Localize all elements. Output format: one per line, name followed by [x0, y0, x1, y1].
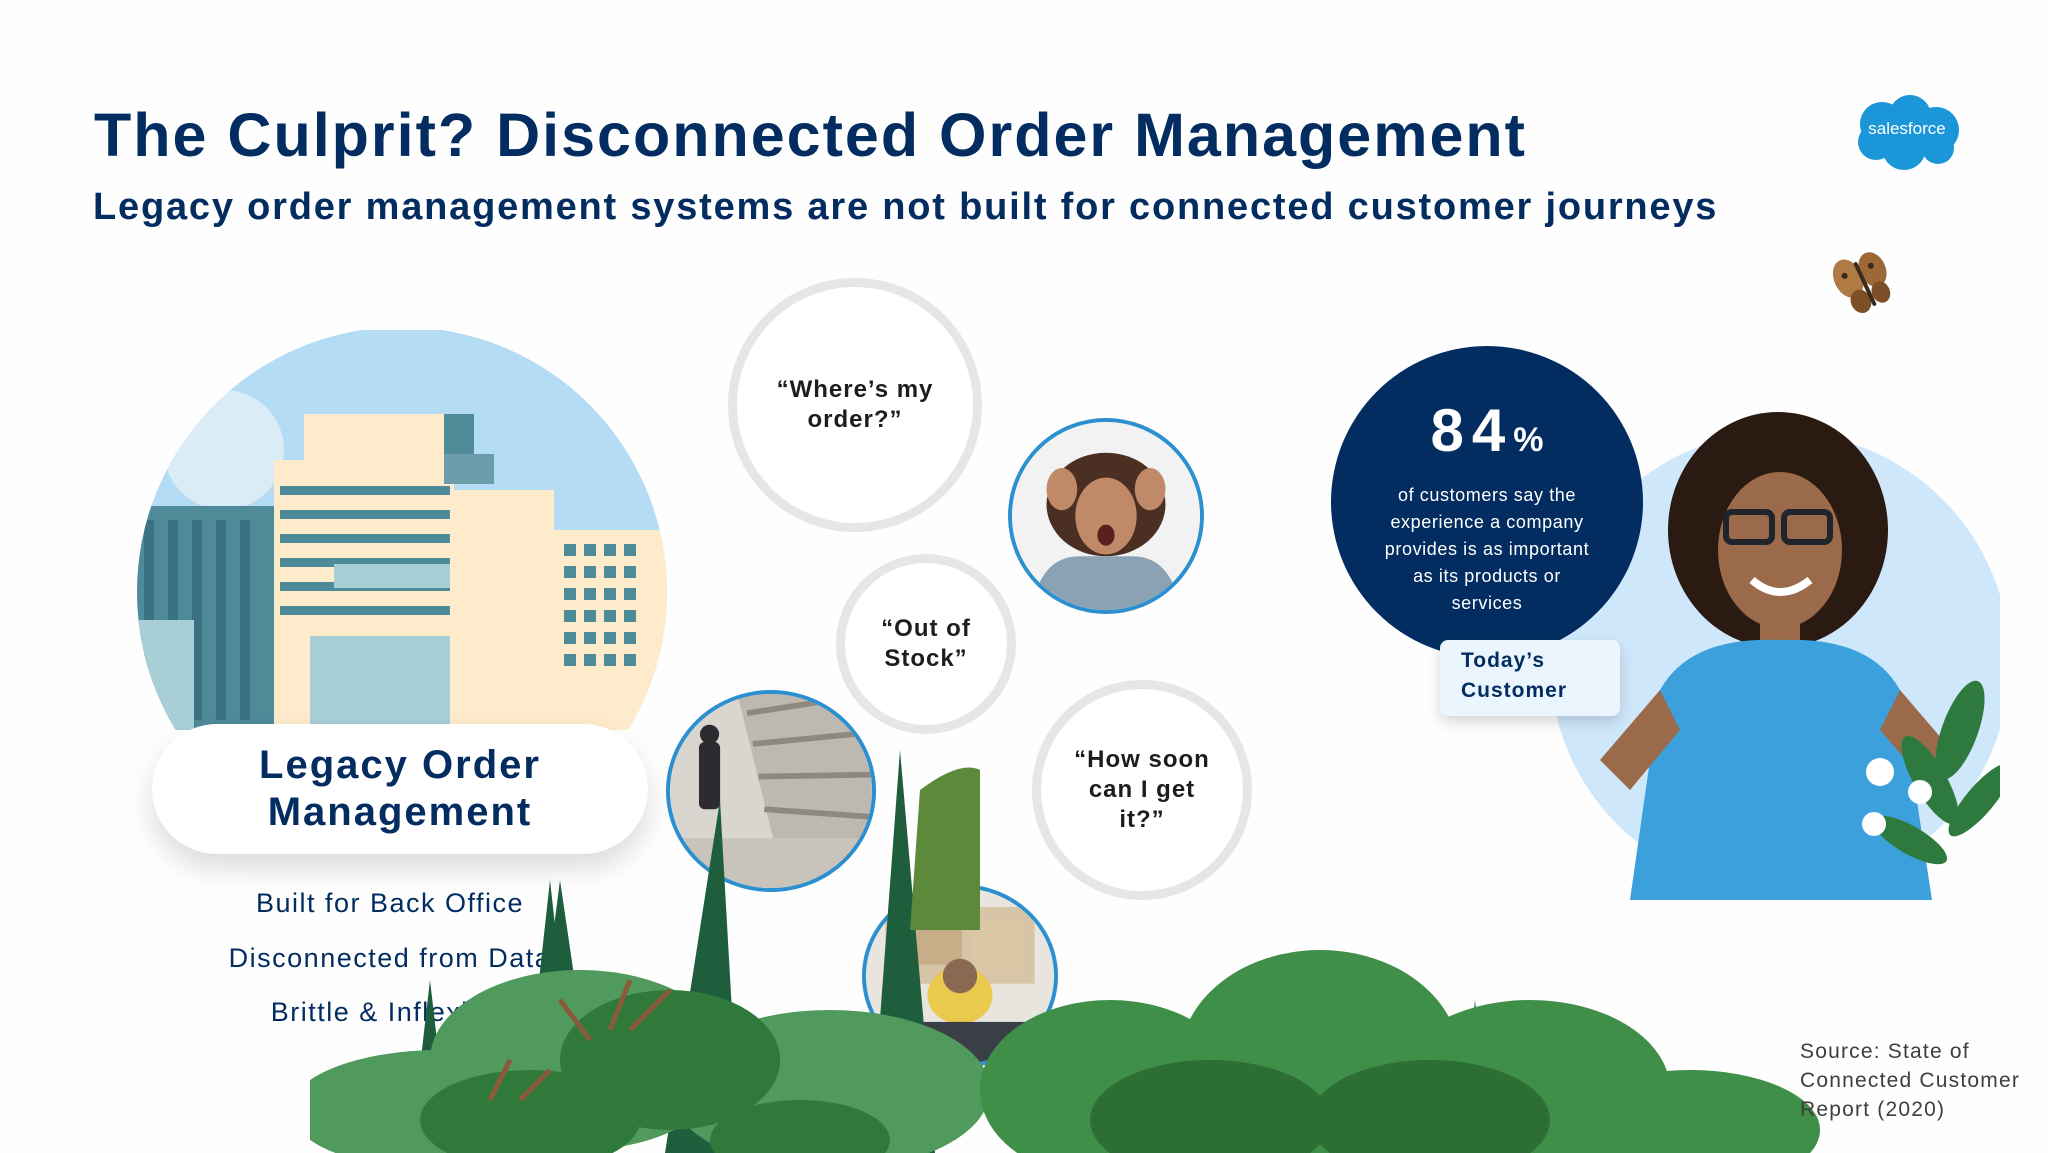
quote-bubble-wheres-my-order: “Where’s my order?” [728, 278, 982, 532]
legacy-item-disconnected: Disconnected from Data [228, 943, 552, 973]
slide-subtitle: Legacy order management systems are not … [93, 186, 1719, 228]
quote-text: “How soon can I get it?” [1074, 746, 1210, 833]
stat-value: 84% [1331, 396, 1643, 465]
badge-label: Today’s Customer [1461, 649, 1568, 702]
salesforce-cloud-logo: salesforce [1858, 95, 1959, 170]
stressed-woman-photo [1008, 418, 1204, 614]
slide-title: The Culprit? Disconnected Order Manageme… [94, 101, 1527, 169]
legacy-card-title: Legacy Order Management [259, 743, 541, 834]
stat-unit: % [1513, 421, 1544, 459]
legacy-item-back-office: Built for Back Office [255, 888, 525, 918]
customer-stat-circle: 84% of customers say the experience a co… [1331, 346, 1643, 658]
quote-text: “Out of Stock” [881, 615, 971, 672]
quote-text: “Where’s my order?” [776, 376, 934, 433]
stat-number: 84 [1430, 397, 1514, 464]
empty-shelves-photo [666, 690, 876, 892]
legacy-order-management-card: Legacy Order Management [152, 724, 648, 854]
quote-bubble-out-of-stock: “Out of Stock” [836, 554, 1016, 734]
butterfly-icon [1832, 252, 1891, 314]
quote-bubble-how-soon: “How soon can I get it?” [1032, 680, 1252, 900]
todays-customer-photo [1550, 412, 2000, 900]
source-citation: Source: State of Connected Customer Repo… [1800, 1040, 2021, 1121]
stat-description: of customers say the experience a compan… [1384, 485, 1590, 613]
city-buildings-illustration [137, 330, 667, 730]
forest-foliage-illustration [310, 750, 1820, 1153]
todays-customer-badge: Today’s Customer [1440, 640, 1620, 716]
logo-wordmark: salesforce [1868, 119, 1945, 138]
